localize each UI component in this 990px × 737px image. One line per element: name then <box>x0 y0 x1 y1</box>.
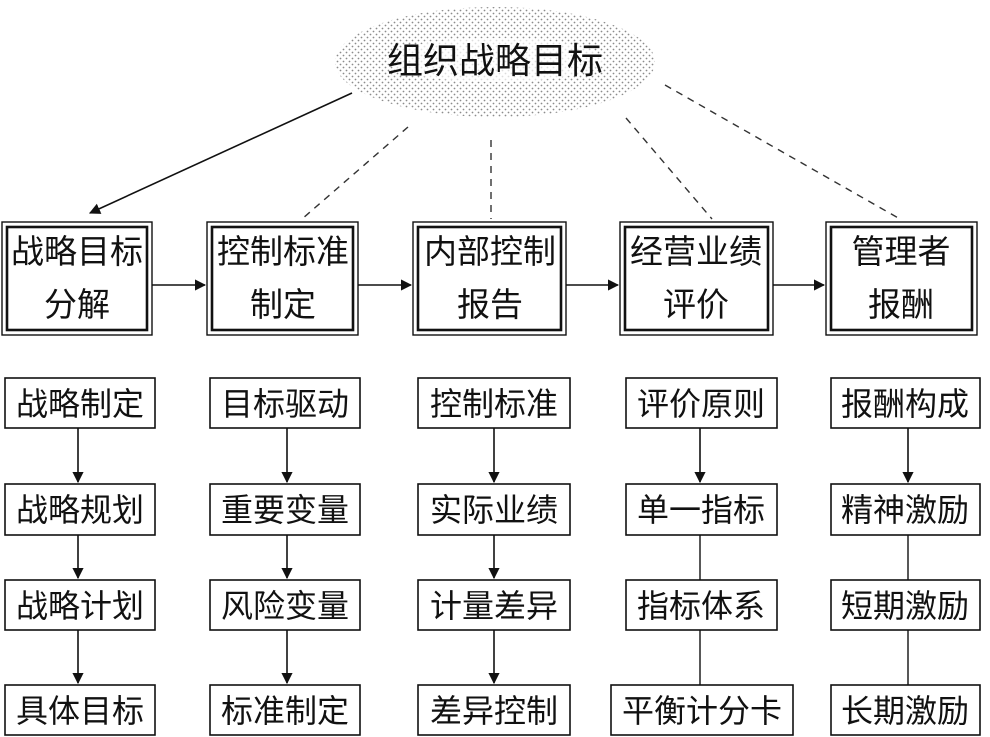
stage-header-1: 战略目标 分解 <box>1 221 153 336</box>
stage-3-item-3-box <box>417 579 571 631</box>
stage-1-item-2-box <box>4 483 156 536</box>
stage-1-item-1: 战略制定 <box>16 385 144 423</box>
stage-2-item-4: 标准制定 <box>221 692 349 730</box>
stage-4-item-4: 平衡计分卡 <box>622 692 782 730</box>
stage-header-4: 经营业绩 评价 <box>619 221 774 336</box>
root-label: 组织战略目标 <box>387 41 603 82</box>
stage-1-item-4-box <box>4 684 156 736</box>
stage-header-4-line-1: 经营业绩 <box>630 232 762 271</box>
stage-4-item-1-box <box>625 377 778 429</box>
stage-header-3: 内部控制 报告 <box>412 221 567 336</box>
stage-5-item-4-box <box>830 684 981 736</box>
stage-2-item-2: 重要变量 <box>221 491 349 529</box>
stage-header-4-line-2: 评价 <box>663 285 729 324</box>
stage-1-item-4: 具体目标 <box>16 692 144 730</box>
root-to-stage-1-arrow <box>88 92 353 214</box>
stage-4-item-3: 指标体系 <box>637 587 765 625</box>
stage-2-items: 目标驱动 重要变量 风险变量 标准制定 <box>209 377 361 736</box>
stage-4-item-2: 单一指标 <box>637 491 765 529</box>
stage-header-5: 管理者 报酬 <box>825 221 978 336</box>
stage-header-1-line-2: 分解 <box>44 285 110 324</box>
stage-2-item-2-box <box>209 483 361 536</box>
stage-header-2-inner-border <box>210 225 355 332</box>
stage-3-item-3: 计量差异 <box>430 587 558 625</box>
stage-header-2-line-2: 制定 <box>250 285 316 324</box>
stage-3-item-4: 差异控制 <box>430 692 558 730</box>
stage-5-item-3-box <box>830 579 981 631</box>
stage-header-1-outer-border <box>1 221 153 336</box>
stage-5-item-2-box <box>830 483 981 536</box>
stage-header-3-line-2: 报告 <box>457 285 523 324</box>
root-node: 组织战略目标 <box>335 7 655 117</box>
stage-1-item-2: 战略规划 <box>16 491 144 529</box>
stage-4-item-1: 评价原则 <box>637 385 765 423</box>
stage-2-item-1: 目标驱动 <box>221 385 349 423</box>
stage-header-4-inner-border <box>623 225 770 332</box>
stage-5-item-3: 短期激励 <box>841 587 969 625</box>
root-label-backdrop <box>387 38 603 82</box>
stage-header-5-outer-border <box>825 221 978 336</box>
stage-4-items: 评价原则 单一指标 指标体系 平衡计分卡 <box>610 377 794 736</box>
stage-2-item-3-box <box>209 579 361 631</box>
stage-header-2-outer-border <box>206 221 359 336</box>
stage-header-2-line-1: 控制标准 <box>217 232 349 271</box>
stage-3-item-1: 控制标准 <box>430 385 558 423</box>
stage-header-5-inner-border <box>829 225 974 332</box>
root-to-stage-2-dashed-line <box>301 126 409 220</box>
stage-4-item-3-box <box>625 579 778 631</box>
stage-4-item-2-box <box>625 483 778 536</box>
stage-2-item-1-box <box>209 377 361 429</box>
stage-header-2: 控制标准 制定 <box>206 221 359 336</box>
stage-4-item-4-box <box>610 684 794 736</box>
stage-5-item-1-box <box>830 377 981 429</box>
stage-header-1-line-1: 战略目标 <box>11 232 143 271</box>
stage-3-item-2-box <box>417 483 571 536</box>
stage-1-item-1-box <box>4 377 156 429</box>
stage-3-item-4-box <box>417 684 571 736</box>
stage-header-5-line-2: 报酬 <box>868 285 934 324</box>
stage-header-4-outer-border <box>619 221 774 336</box>
stage-1-item-3-box <box>4 579 156 631</box>
stage-header-3-outer-border <box>412 221 567 336</box>
stage-5-item-4: 长期激励 <box>841 692 969 730</box>
stage-2-item-4-box <box>209 684 361 736</box>
stage-header-5-line-1: 管理者 <box>852 232 951 271</box>
stage-5-items: 报酬构成 精神激励 短期激励 长期激励 <box>830 377 981 736</box>
stage-header-3-line-1: 内部控制 <box>424 232 556 271</box>
stage-5-item-1: 报酬构成 <box>841 385 969 423</box>
stage-header-1-inner-border <box>5 225 149 332</box>
stage-3-item-2: 实际业绩 <box>430 491 558 529</box>
stage-1-items: 战略制定 战略规划 战略计划 具体目标 <box>4 377 156 736</box>
root-to-stage-5-dashed-line <box>664 84 901 220</box>
stage-3-item-1-box <box>417 377 571 429</box>
stage-5-item-2: 精神激励 <box>841 491 969 529</box>
stage-header-3-inner-border <box>416 225 563 332</box>
stage-3-items: 控制标准 实际业绩 计量差异 差异控制 <box>417 377 571 736</box>
stage-2-item-3: 风险变量 <box>221 587 349 625</box>
stage-1-item-3: 战略计划 <box>16 587 144 625</box>
root-to-stage-4-dashed-line <box>625 117 713 220</box>
